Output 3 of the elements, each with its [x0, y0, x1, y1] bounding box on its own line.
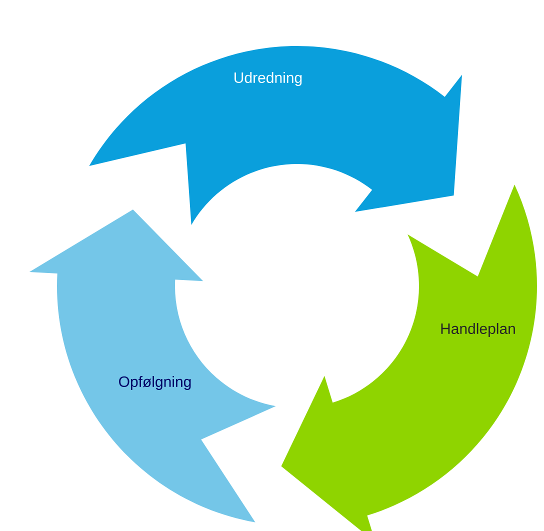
cycle-segment: Opfølgning	[29, 210, 276, 522]
cycle-segment: Handleplan	[281, 184, 537, 531]
cycle-segment: Udredning	[89, 46, 462, 225]
